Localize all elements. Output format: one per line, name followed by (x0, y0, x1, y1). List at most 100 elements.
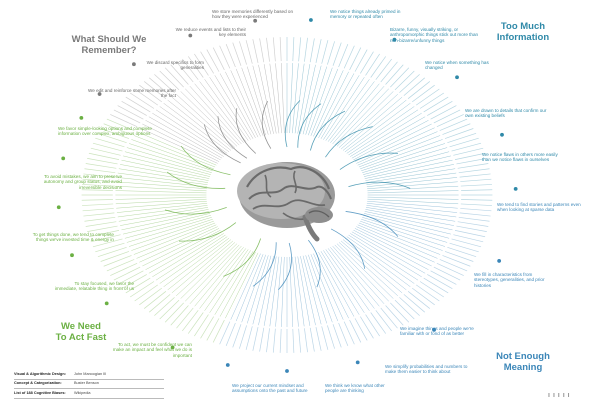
bias-ray (353, 120, 429, 161)
bias-label-tick (97, 246, 127, 258)
bias-ray (159, 236, 228, 284)
bias-label-tick (117, 270, 144, 285)
bias-label-tick (360, 51, 374, 74)
bias-label-tick (148, 77, 171, 96)
bias-ray (365, 209, 454, 226)
bias-label-tick (436, 262, 464, 276)
bias-label-tick (403, 77, 426, 96)
bias-ray (360, 139, 443, 170)
bias-label-tick (212, 47, 225, 71)
branch-line (252, 242, 277, 287)
credit-label: List of 188 Cognitive Biases: (14, 390, 66, 395)
bias-ray (145, 229, 221, 270)
bias-label-tick (88, 230, 120, 238)
bias-label-tick (95, 137, 125, 148)
bias-label-tick (219, 321, 231, 345)
credits-row: Concept & Categorization: Buster Benson (14, 380, 164, 389)
branch-line (203, 124, 241, 164)
bias-ray (204, 249, 249, 311)
heuristic-remember-4: We edit and reinforce some memories afte… (88, 88, 176, 99)
bias-ray (194, 247, 244, 307)
bias-label-tick (453, 147, 484, 156)
bias-label-tick (110, 114, 138, 128)
bias-label-tick (134, 88, 159, 106)
bias-ray (241, 67, 266, 136)
bias-label-tick (343, 321, 355, 345)
heuristic-dots-layer (56, 18, 518, 373)
bias-label-tick (159, 299, 180, 320)
bias-label-tick (427, 274, 453, 290)
bias-ray (294, 256, 305, 327)
bias-ray (340, 240, 403, 294)
bias-ray (269, 63, 280, 134)
bias-ray (310, 254, 339, 322)
bias-label-tick (461, 189, 493, 191)
bias-label-tick (92, 238, 123, 248)
bias-label-tick (82, 208, 114, 212)
bias-label-tick (458, 168, 490, 174)
branch-line (330, 228, 366, 269)
bias-ray (366, 177, 458, 187)
bias-ray (133, 135, 216, 168)
bias-label-tick (245, 326, 253, 350)
bias-label-tick (266, 328, 270, 353)
bias-ray (209, 77, 251, 140)
bias-label-tick (85, 163, 117, 169)
heuristic-dot (97, 92, 102, 96)
quadrant-title-act-fast: We Need To Act Fast (50, 321, 112, 343)
bias-label-tick (423, 277, 449, 294)
bias-ray (327, 248, 375, 309)
bias-ray (338, 242, 398, 296)
bias-label-tick (399, 74, 420, 93)
branch-line (217, 116, 248, 159)
bias-label-tick (85, 221, 117, 227)
credit-label: Visual & Algorithmic Design: (14, 371, 66, 376)
bias-ray (189, 86, 242, 145)
bias-label-tick (407, 291, 431, 309)
bias-label-tick (164, 67, 184, 88)
bias-label-tick (92, 142, 123, 152)
bias-label-tick (154, 297, 175, 316)
bias-label-tick (458, 216, 490, 222)
bias-ray (142, 123, 220, 162)
bias-label-tick (454, 152, 486, 160)
bias-label-tick (259, 327, 265, 352)
bias-label-tick (188, 56, 204, 78)
bias-ray (350, 113, 422, 157)
bias-ray (356, 127, 435, 164)
bias-label-tick (439, 259, 468, 272)
branch-line (278, 242, 292, 291)
bias-label-tick (433, 266, 461, 281)
branch-line (178, 222, 237, 242)
quadrant-title-too-much-line1: Too Much (500, 21, 546, 32)
bias-ray (219, 73, 256, 139)
bias-label-tick (338, 322, 349, 347)
heuristic-dot (79, 115, 84, 120)
bias-label-tick (125, 277, 151, 294)
bias-ray (367, 196, 459, 200)
bias-ray (332, 86, 385, 145)
bias-ray (139, 127, 218, 164)
bias-ray (365, 168, 456, 183)
bias-label-tick (232, 42, 242, 66)
bias-label-tick (451, 238, 482, 248)
heuristic-dot (61, 156, 66, 161)
bias-ray (366, 205, 457, 218)
bias-label-tick (143, 291, 167, 309)
bias-ray (115, 196, 207, 200)
heuristic-meaning-1: We tend to find stories and patterns eve… (497, 202, 581, 213)
quadrant-title-meaning-line1: Not Enough (496, 351, 550, 362)
heuristic-meaning-2: We fill in characteristics from stereoty… (474, 272, 545, 288)
bias-label-tick (106, 118, 135, 131)
bias-label-tick (81, 199, 113, 201)
bias-ray (176, 242, 236, 296)
bias-label-tick (332, 324, 342, 348)
bias-label-tick (399, 297, 420, 316)
heuristic-too-much-5: We notice flaws in others more easily th… (482, 152, 558, 163)
bias-ray (315, 71, 349, 138)
bias-label-tick (298, 37, 302, 62)
bias-ray (305, 66, 327, 135)
bias-ray (167, 239, 232, 291)
bias-ray (320, 251, 360, 315)
